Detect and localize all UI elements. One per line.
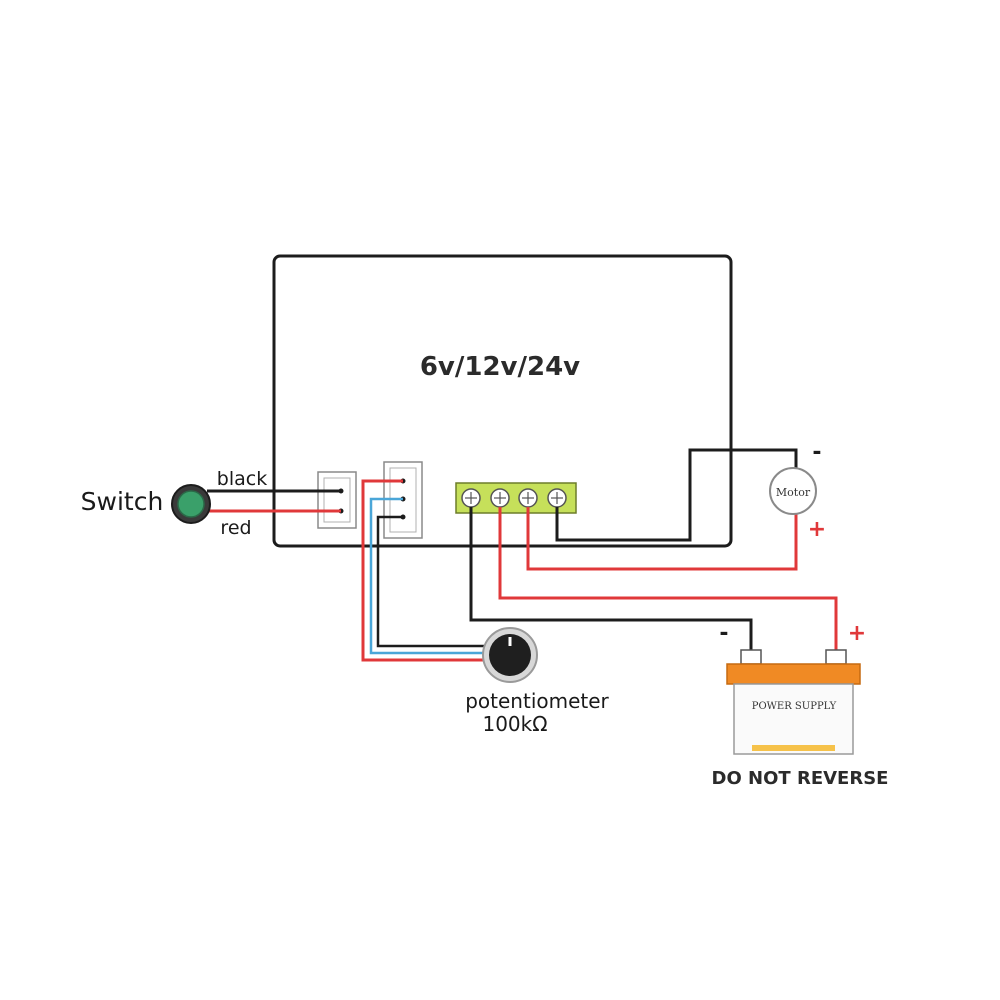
motor — [769, 467, 817, 515]
screw-terminal-3 — [518, 488, 538, 508]
switch-wire-black-label: black — [217, 468, 267, 490]
motor-plus-label: + — [808, 517, 826, 542]
switch-wire-red-label: red — [220, 517, 251, 539]
battery — [726, 649, 861, 755]
motor-label: Motor — [776, 486, 811, 499]
battery-label: POWER SUPPLY — [752, 701, 837, 712]
battery-warning: DO NOT REVERSE — [712, 768, 889, 789]
pot-wire-black — [376, 515, 488, 648]
motor-minus-label: - — [812, 440, 821, 465]
switch-button — [171, 484, 211, 524]
controller-voltage-label: 6v/12v/24v — [420, 352, 580, 382]
switch-connector — [317, 471, 357, 529]
wire-terminal2-battery-plus — [498, 507, 838, 660]
potentiometer-value: 100kΩ — [482, 712, 547, 736]
screw-terminal-1 — [461, 488, 481, 508]
switch-label: Switch — [81, 487, 164, 516]
battery-minus-label: - — [719, 621, 728, 646]
potentiometer-knob — [482, 627, 538, 683]
pot-wire-blue — [369, 497, 488, 655]
screw-terminal-block — [455, 482, 577, 514]
wire-terminal3-motor-plus — [526, 507, 798, 571]
screw-terminal-2 — [490, 488, 510, 508]
screw-terminal-4 — [547, 488, 567, 508]
wire-terminal1-battery-minus — [469, 507, 753, 660]
potentiometer-label: potentiometer — [465, 689, 609, 713]
pot-wire-red — [361, 479, 488, 662]
wire-terminal4-motor-minus — [555, 448, 798, 542]
battery-plus-label: + — [848, 621, 866, 646]
